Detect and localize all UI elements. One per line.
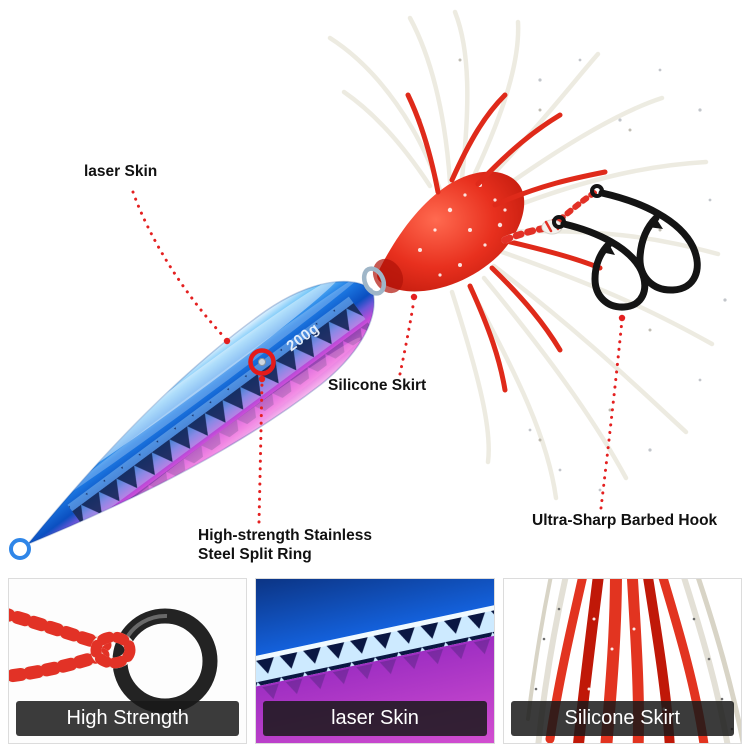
- callout-lines: [131, 190, 624, 524]
- split-ring: [248, 348, 276, 376]
- thumb-caption: High Strength: [16, 701, 240, 736]
- skirt-red-strands: [405, 92, 608, 393]
- strand-specks: [418, 58, 662, 442]
- glitter-specks: [528, 58, 727, 492]
- callout-line-barbed-hook: [599, 318, 624, 510]
- barbed-hook: [552, 184, 701, 311]
- lure-illustration: 200g: [9, 9, 727, 560]
- callout-line-silicone-skirt: [398, 298, 416, 376]
- callout-line-laser-skin: [131, 190, 227, 340]
- laser-skin-label: laser Skin: [84, 163, 158, 180]
- thumb-caption: Silicone Skirt: [510, 701, 734, 736]
- split-ring-label: High-strength Stainless Steel Split Ring: [198, 527, 372, 564]
- thumb-high-strength: High Strength: [8, 578, 248, 744]
- barbed-hook-label: Ultra-Sharp Barbed Hook: [532, 512, 718, 529]
- thumb-laser-skin: laser Skin: [255, 578, 495, 744]
- detail-thumbnails: High Strength: [0, 578, 750, 744]
- thumb-silicone-skirt: Silicone Skirt: [502, 578, 742, 744]
- laser-skin-close-up: [256, 579, 494, 743]
- silicone-skirt-label: Silicone Skirt: [328, 377, 427, 394]
- lure-body: 200g: [27, 273, 375, 545]
- callout-line-split-ring: [257, 380, 264, 524]
- silicone-skirt: [372, 171, 525, 294]
- thumb-caption: laser Skin: [263, 701, 487, 736]
- callout-dots: [223, 293, 626, 383]
- braided-cord: [9, 608, 136, 683]
- head-ring: [361, 266, 387, 296]
- tail-ring: [9, 538, 31, 560]
